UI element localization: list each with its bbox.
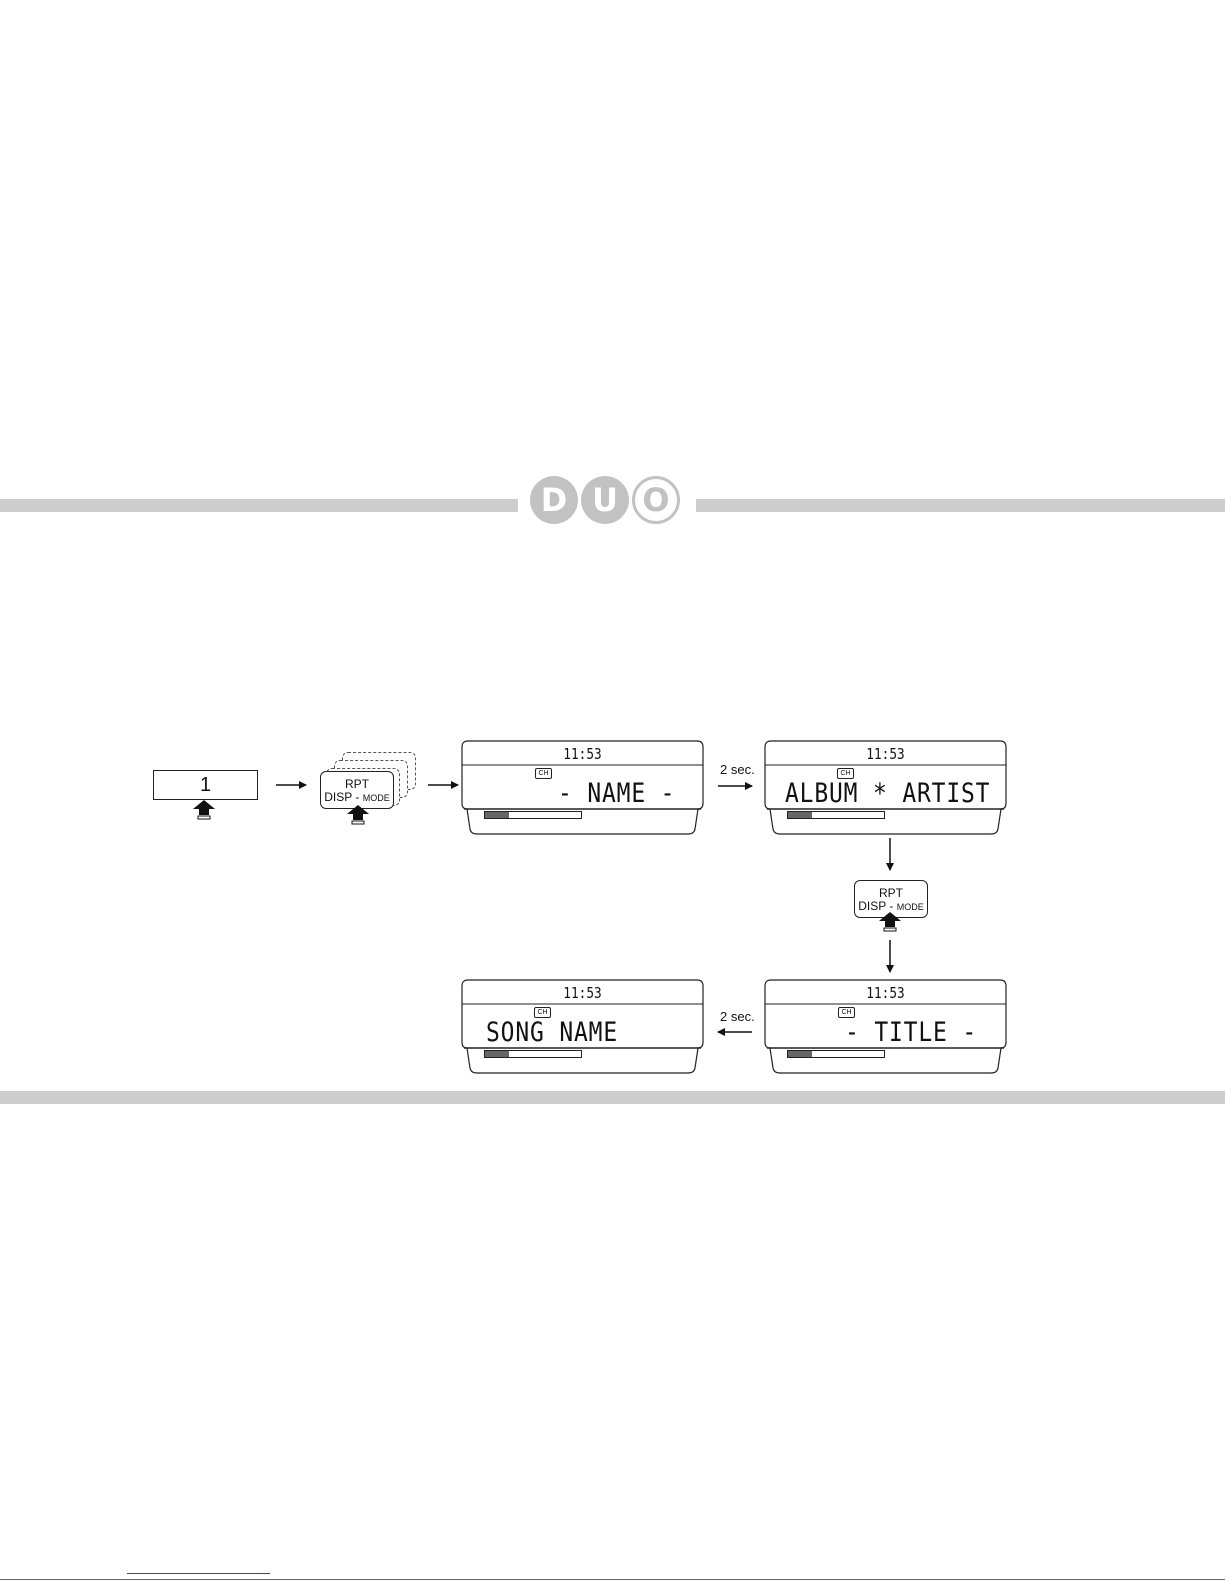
signal-bar (787, 811, 885, 819)
signal-bar-fill (788, 812, 812, 818)
ch-indicator: CH (535, 768, 552, 779)
lcd-clock: 11:53 (783, 984, 988, 1002)
delay-label: 2 sec. (720, 1009, 755, 1024)
duo-logo: D U O (530, 476, 690, 526)
press-arrow-icon (347, 805, 369, 825)
logo-letter-o: O (632, 476, 680, 524)
lcd-main-text: SONG NAME (486, 1016, 618, 1050)
lcd-main-text: - TITLE - (845, 1016, 977, 1050)
footer-band (0, 1091, 1225, 1104)
signal-bar-fill (485, 1051, 509, 1057)
lcd-main-text: ALBUM * ARTIST (785, 777, 990, 811)
signal-bar-fill (485, 812, 509, 818)
signal-bar (484, 1050, 582, 1058)
lcd-screen-song-name: 11:53 CH SONG NAME (462, 980, 703, 1073)
signal-bar-fill (788, 1051, 812, 1057)
signal-bar (787, 1050, 885, 1058)
lcd-screen-title: 11:53 CH - TITLE - (765, 980, 1006, 1073)
lcd-screen-name: 11:53 CH - NAME - (462, 741, 703, 834)
button-label-mode: MODE (897, 902, 924, 912)
lcd-clock: 11:53 (480, 984, 685, 1002)
footer-link-underline (127, 1573, 270, 1574)
press-arrow-icon (193, 800, 215, 820)
logo-letter-d: D (530, 476, 578, 524)
signal-bar (484, 811, 582, 819)
button-label-disp: DISP - (324, 790, 359, 804)
button-label-mode: MODE (363, 793, 390, 803)
preset-key-1[interactable]: 1 (153, 770, 258, 800)
lcd-clock: 11:53 (783, 745, 988, 763)
lcd-clock: 11:53 (480, 745, 685, 763)
rpt-disp-mode-button[interactable]: RPT DISP - MODE (320, 771, 394, 809)
lcd-screen-album-artist: 11:53 CH ALBUM * ARTIST (765, 741, 1006, 834)
press-arrow-icon (879, 912, 901, 932)
header-band-left (0, 499, 518, 512)
footer-rule (0, 1579, 1225, 1580)
lcd-main-text: - NAME - (558, 777, 675, 811)
logo-letter-u: U (581, 476, 629, 524)
header-band-right (696, 499, 1225, 512)
delay-label: 2 sec. (720, 762, 755, 777)
button-label-disp: DISP - (858, 899, 893, 913)
